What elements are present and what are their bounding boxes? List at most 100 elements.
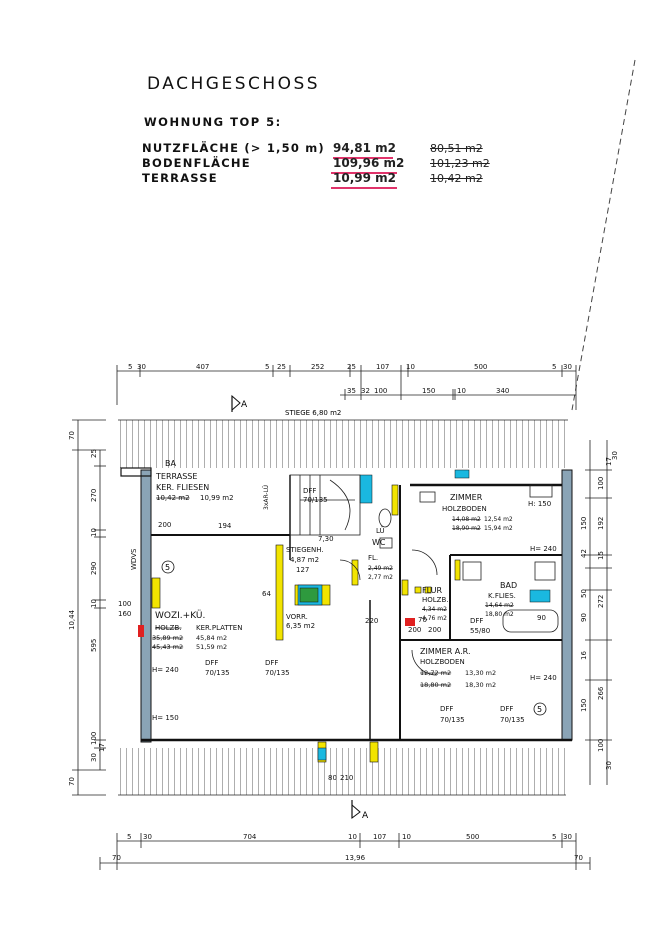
dim-label: 595 xyxy=(90,639,98,652)
dim-label: 30 xyxy=(137,363,146,371)
room-name-flur: FLUR xyxy=(422,586,443,595)
dim-label: 30 xyxy=(563,833,572,841)
dim-label: 30 xyxy=(90,753,98,762)
stair-area-label: STIEGE 6,80 m2 xyxy=(285,409,341,417)
room-area: 10,99 m2 xyxy=(200,494,234,502)
window-dim: 70/135 xyxy=(303,496,328,504)
dim-label: 500 xyxy=(474,363,487,371)
dimension-chain-bottom xyxy=(99,833,591,870)
dim-label: 100 xyxy=(597,739,605,752)
window-dim: 55/80 xyxy=(470,627,490,635)
dim-label: 25 xyxy=(277,363,286,371)
red-marker xyxy=(405,618,415,626)
dim-label: 107 xyxy=(376,363,389,371)
room-area-old: 45,43 m2 xyxy=(152,643,183,651)
room-area-old: 2,49 m2 xyxy=(368,565,393,572)
dim-label: 64 xyxy=(262,590,271,598)
room-floor-old: HOLZB. xyxy=(155,624,182,632)
dim-label: 25 xyxy=(90,449,98,458)
dim-label: 5 xyxy=(552,363,556,371)
section-marker-bottom: A xyxy=(351,800,369,821)
dim-label: 30 xyxy=(563,363,572,371)
room-area-old: 4,34 m2 xyxy=(422,606,447,613)
room-name-lu: LÜ xyxy=(376,526,385,535)
room-area: 2,77 m2 xyxy=(368,574,393,581)
dim-label: 10 xyxy=(406,363,415,371)
dim-label: 42 xyxy=(580,549,588,558)
room-name-stiegenh: STIEGENH. xyxy=(286,546,324,554)
room-floor: HOLZBODEN xyxy=(442,505,487,513)
area-label-bodenflaeche: BODENFLÄCHE xyxy=(142,156,251,170)
underline-mark xyxy=(331,172,397,174)
section-marker-top: A xyxy=(231,394,248,412)
svg-text:5: 5 xyxy=(165,563,170,572)
room-name-zimmer: ZIMMER xyxy=(450,493,483,502)
window-label: DFF xyxy=(265,659,278,667)
room-area: 15,94 m2 xyxy=(484,525,513,532)
staircase xyxy=(289,474,361,536)
window-dim: 70/135 xyxy=(440,716,465,724)
dim-label: 150 xyxy=(580,517,588,530)
room-name-zimmer-ar: ZIMMER A.R. xyxy=(420,647,471,656)
bath-fixtures xyxy=(378,484,559,633)
door-swings xyxy=(339,549,438,676)
dim-label: 25 xyxy=(347,363,356,371)
area-old-terrasse: 10,42 m2 xyxy=(430,172,483,185)
dim-total-left: 10,44 xyxy=(68,609,76,630)
underline-mark xyxy=(333,157,393,159)
room-area: 6,35 m2 xyxy=(286,622,315,630)
dim-label: 192 xyxy=(597,517,605,530)
room-floor-terrasse: KER. FLIESEN xyxy=(156,483,209,492)
dim-label: 5 xyxy=(552,833,556,841)
dim-label: 5 xyxy=(127,833,131,841)
dim-label: 160 xyxy=(118,610,131,618)
window-dim: 70/135 xyxy=(500,716,525,724)
dim-label: 340 xyxy=(496,387,509,395)
dim-label: 100 xyxy=(118,600,131,608)
window-label: DFF xyxy=(205,659,218,667)
section-symbol: 5 xyxy=(161,560,175,574)
dimension-chain-right xyxy=(585,440,612,785)
dim-label: 90 xyxy=(537,614,546,622)
room-area-old: 18,90 m2 xyxy=(452,525,481,532)
room-area: 12,54 m2 xyxy=(484,516,513,523)
dim-label: 16 xyxy=(580,651,588,660)
area-old-nutzflaeche: 80,51 m2 xyxy=(430,142,483,155)
dim-label: 150 xyxy=(580,699,588,712)
roof-hatch xyxy=(118,420,568,468)
area-value-terrasse: 10,99 m2 xyxy=(333,171,396,185)
dim-label: 70 xyxy=(68,431,76,440)
area-label-nutzflaeche: NUTZFLÄCHE (> 1,50 m) xyxy=(142,141,325,155)
dim-label: 100 xyxy=(597,477,605,490)
dim-label: 500 xyxy=(466,833,479,841)
dim-label: 32 xyxy=(361,387,370,395)
dim-label: 272 xyxy=(597,595,605,608)
room-name-wozi: WOZI.+KÜ. xyxy=(155,610,205,621)
window-dim: 70/135 xyxy=(265,669,290,677)
dim-label: 127 xyxy=(296,566,309,574)
wall-insulation-label: WDVS xyxy=(130,548,138,570)
dim-label: 80 xyxy=(328,774,337,782)
svg-text:5: 5 xyxy=(537,705,542,714)
dim-label: 210 xyxy=(340,774,353,782)
dim-label: 17 xyxy=(98,743,106,752)
window-label: DFF xyxy=(470,617,483,625)
dim-label: 194 xyxy=(218,522,232,530)
vent-label: 3xAR-LÜ xyxy=(263,485,270,510)
dim-label: 10 xyxy=(457,387,466,395)
dim-label: 7,30 xyxy=(318,535,334,543)
shaft-marker xyxy=(299,587,319,603)
section-symbol: 5 xyxy=(533,702,547,716)
dim-label: 252 xyxy=(311,363,324,371)
room-area: 51,59 m2 xyxy=(196,643,227,651)
dim-label: 270 xyxy=(90,489,98,502)
dim-label: 704 xyxy=(243,833,257,841)
dim-label: 30 xyxy=(611,451,619,460)
height-label: H: 150 xyxy=(528,500,551,508)
room-floor: KER.PLATTEN xyxy=(196,624,242,632)
room-area-old: 35,89 m2 xyxy=(152,634,183,642)
dim-label: 17 xyxy=(605,457,613,466)
dim-label: 290 xyxy=(90,562,98,575)
dim-label: 220 xyxy=(365,617,378,625)
room-floor: HOLZBODEN xyxy=(420,658,465,666)
